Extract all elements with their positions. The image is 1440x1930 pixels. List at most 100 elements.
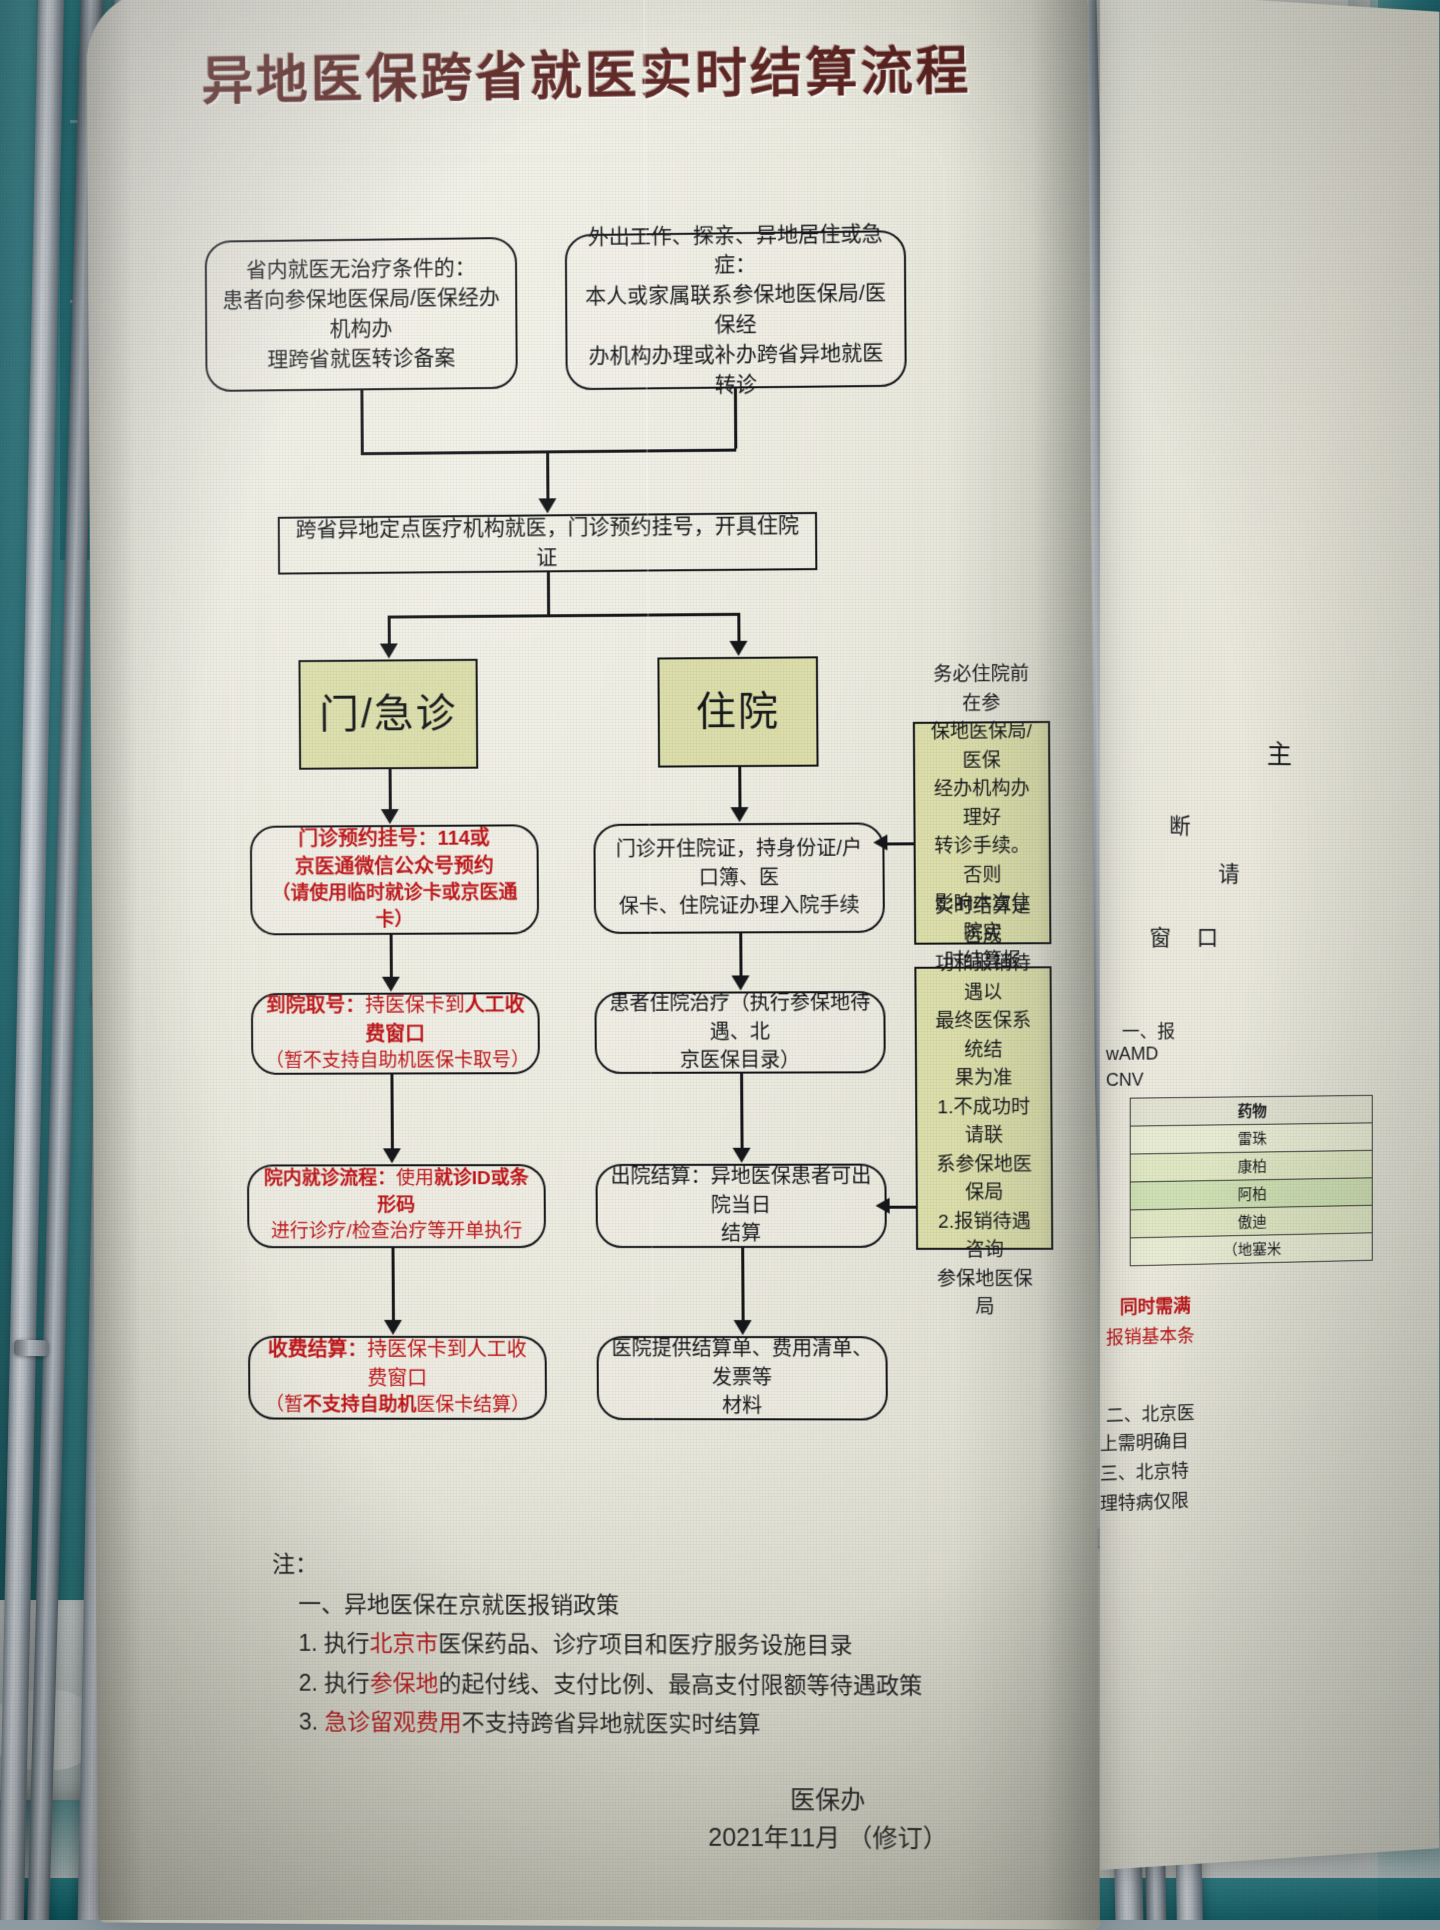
page-title: 异地医保跨省就医实时结算流程 [201,41,972,113]
note-line: 转诊手续。否则 [934,835,1031,886]
node-line: 门诊预约挂号：114或 [298,827,490,851]
node-line: 门诊开住院证，持身份证/户口簿、医 [615,837,863,890]
pipe-joint [13,1339,49,1357]
note-line: 功和报销待遇以 [934,953,1031,1004]
note-line: 保地医保局/医保 [930,721,1033,772]
node-line: 京医保目录） [679,1049,801,1072]
flow-node-outpatient-inhospital-process: 院内就诊流程：使用就诊ID或条形码 进行诊疗/检查治疗等开单执行 [246,1164,547,1249]
node-text: 收费结算：持医保卡到人工收费窗口 （暂不支持自助机医保卡结算） [250,1328,545,1428]
board-shadow-right [1031,0,1100,1930]
node-line: 患者向参保地医保局/医保经办机构办 [222,286,500,341]
node-text: 省内就医无治疗条件的： 患者向参保地医保局/医保经办机构办 理跨省就医转诊备案 [207,245,516,383]
node-line-part: 医保卡结算） [416,1394,531,1416]
connector [360,390,364,453]
node-line-strong: 到院取号： [265,994,366,1018]
node-text: 跨省异地定点医疗机构就医，门诊预约挂号，开具住院证 [280,503,816,583]
adjacent-text: 上需明确目 [1100,1430,1189,1454]
note-line: 务必住院前在参 [933,663,1030,715]
adjacent-poster: 主 断 请 窗 口 一、报 wAMD CNV 药物 雷珠 康柏 阿柏 傲迪 （地… [1100,0,1440,1870]
footnote-highlight: 参保地 [369,1669,439,1696]
node-line: 省内就医无治疗条件的： [245,256,476,283]
flow-node-outpatient-appointment: 门诊预约挂号：114或 京医通微信公众号预约 （请使用临时就诊卡或京医通卡） [249,824,540,936]
flow-node-outpatient-payment: 收费结算：持医保卡到人工收费窗口 （暂不支持自助机医保卡结算） [248,1335,548,1420]
node-line-strong: 收费结算： [267,1338,368,1361]
flow-node-inpatient-label: 住院 [657,656,819,768]
note-line: 系参保地医保局 [936,1154,1033,1204]
footnote-part: 的起付线、支付比例、最高支付限额等待遇政策 [438,1669,923,1699]
note-text: 实时结算是否成 功和报销待遇以 最终医保系统结 果为准 1.不成功时请联 系参保… [916,885,1052,1331]
node-line-part: 持医保卡到 [365,994,465,1017]
connector [741,1247,745,1327]
adjacent-text: 一、报 [1121,1021,1176,1042]
adjacent-table: 药物 雷珠 康柏 阿柏 傲迪 （地塞米 [1130,1095,1373,1266]
arrow-icon [379,643,398,659]
footnote-highlight: 北京市 [369,1630,439,1657]
connector [387,612,740,619]
node-line: 到院取号：持医保卡到人工收费窗口 [265,991,526,1048]
note-line: 经办机构办理好 [933,778,1030,829]
adjacent-table-cell: 雷珠 [1130,1122,1373,1155]
footnote-part: 3. [298,1708,325,1735]
node-line: 患者住院治疗（执行参保地待遇、北 [609,992,871,1044]
flow-node-discharge-settlement: 出院结算：异地医保患者可出院当日 结算 [595,1163,887,1249]
arrow-icon [875,1197,890,1214]
footnote-section: 一、异地医保在京就医报销政策 [298,1590,620,1618]
footnote-highlight: 急诊留观费用 [324,1708,462,1736]
footer-department: 医保办 [789,1786,866,1815]
node-text: 门/急诊 [318,691,458,737]
footnote-item-1: 1. 执行北京市医保药品、诊疗项目和医疗服务设施目录 [273,1624,994,1667]
node-line-strong: 院内就诊流程： [263,1167,397,1189]
node-line: （暂不支持自助机医保卡取号） [265,1050,530,1072]
connector [546,572,550,615]
adjacent-text-red: 报销基本条 [1105,1325,1195,1348]
side-note-settlement-info: 实时结算是否成 功和报销待遇以 最终医保系统结 果为准 1.不成功时请联 系参保… [914,896,1054,1318]
node-line: 结算 [720,1223,762,1246]
footnote-part: 2. 执行 [298,1669,370,1696]
note-line: 实时结算是否成 [934,896,1031,947]
connector [390,1074,394,1155]
adjacent-text: CNV [1105,1069,1144,1090]
node-line-part: （暂 [265,1394,304,1416]
node-text: 外出工作、探亲、异地居住或急症： 本人或家属联系参保地医保局/医保经 办机构办理… [567,211,905,410]
adjacent-text: 主 [1266,739,1293,770]
node-line: 进行诊疗/检查治疗等开单执行 [270,1221,523,1243]
adjacent-text: 三、北京特 [1100,1460,1189,1484]
footnotes: 注： 一、异地医保在京就医报销政策 1. 执行北京市医保药品、诊疗项目和医疗服务… [272,1545,994,1746]
connector [391,1248,395,1326]
node-line: 本人或家属联系参保地医保局/医保经 [585,281,887,337]
arrow-icon [729,640,748,656]
node-text: 住院 [695,689,781,734]
node-text: 出院结算：异地医保患者可出院当日 结算 [597,1155,885,1257]
node-line: 医院提供结算单、费用清单、发票等 [611,1338,873,1390]
note-line: 果为准 [954,1068,1013,1090]
connector [887,1205,918,1209]
poster-content: 异地医保跨省就医实时结算流程 省内就医无治疗条件的： 患者向参保地医保局/医保经… [86,0,1100,1930]
connector [740,1073,744,1154]
node-line: 外出工作、探亲、异地居住或急症： [587,221,883,277]
adjacent-text: 二、北京医 [1105,1402,1195,1426]
node-line-part: 使用 [395,1167,434,1189]
flow-node-intra-province-referral: 省内就医无治疗条件的： 患者向参保地医保局/医保经办机构办 理跨省就医转诊备案 [204,236,518,393]
footnote-part: 不支持跨省异地就医实时结算 [461,1709,761,1738]
node-line: 京医通微信公众号预约 [294,855,494,879]
node-line: 跨省异地定点医疗机构就医，门诊预约挂号，开具住院证 [295,514,800,570]
node-line: 院内就诊流程：使用就诊ID或条形码 [261,1166,532,1220]
node-text: 门诊开住院证，持身份证/户口簿、医 保卡、住院证办理入院手续 [595,827,883,930]
footnote-part: 1. 执行 [298,1629,370,1657]
flow-node-hospital-documents: 医院提供结算单、费用清单、发票等 材料 [596,1336,888,1421]
node-text: 门诊预约挂号：114或 京医通微信公众号预约 （请使用临时就诊卡或京医通卡） [252,816,537,944]
node-line-strong: 不支持自助机 [302,1394,417,1416]
connector [389,934,393,983]
footnote-part: 医保药品、诊疗项目和医疗服务设施目录 [438,1630,853,1659]
flow-node-outpatient-label: 门/急诊 [298,658,479,770]
node-line: （请使用临时就诊卡或京医通卡） [271,882,518,932]
flow-node-outpatient-ticket: 到院取号：持医保卡到人工收费窗口 （暂不支持自助机医保卡取号） [250,991,540,1075]
footnote-heading: 注： [272,1551,318,1578]
note-line: 最终医保系统结 [935,1010,1032,1061]
flow-node-designated-hospital: 跨省异地定点医疗机构就医，门诊预约挂号，开具住院证 [277,511,818,575]
flow-node-outbound-referral: 外出工作、探亲、异地居住或急症： 本人或家属联系参保地医保局/医保经 办机构办理… [564,222,907,396]
adjacent-text: wAMD [1105,1043,1159,1064]
footnote-item-2: 2. 执行参保地的起付线、支付比例、最高支付限额等待遇政策 [273,1663,994,1706]
note-line: 1.不成功时请联 [937,1096,1031,1147]
node-line: 保卡、住院证办理入院手续 [618,894,860,919]
